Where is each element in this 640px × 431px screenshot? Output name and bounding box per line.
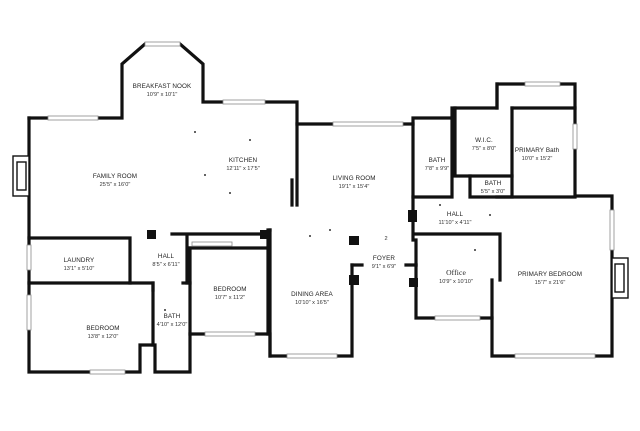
window: [47, 115, 99, 121]
window: [524, 81, 561, 87]
room-dims-wic: 7'5" x 8'0": [472, 146, 496, 152]
marker-label: 2: [384, 236, 387, 242]
room-dims-laundry: 13'1" x 5'10": [64, 266, 95, 272]
room-name-bath-1: BATH: [429, 157, 446, 164]
window: [286, 353, 338, 359]
walls: [27, 42, 614, 374]
room-dims-office: 10'9" x 10'10": [439, 279, 473, 285]
room-dims-hall-2: 8'5" x 6'11": [152, 262, 179, 268]
room-name-family-room: FAMILY ROOM: [93, 173, 137, 180]
room-name-office: Office: [446, 268, 466, 277]
room-name-bedroom-2: BEDROOM: [86, 325, 119, 332]
room-dims-primary-bedroom: 15'7" x 21'6": [535, 280, 566, 286]
room-dims-primary-bath: 10'0" x 15'2": [522, 156, 553, 162]
room-dims-living-room: 19'1" x 15'4": [339, 184, 370, 190]
room-name-dining-area: DINING AREA: [291, 291, 333, 298]
room-dims-bedroom-1: 10'7" x 11'2": [215, 295, 245, 301]
room-name-primary-bedroom: PRIMARY BEDROOM: [518, 271, 582, 278]
room-dims-bath-3: 4'10" x 12'0": [157, 322, 188, 328]
window: [26, 294, 32, 331]
room-dims-bath-1: 7'8" x 9'9": [425, 166, 449, 172]
room-name-bath-3: BATH: [164, 313, 181, 320]
room-dims-bath-2: 5'5" x 3'0": [481, 189, 505, 195]
room-dims-hall-1: 11'10" x 4'11": [439, 220, 472, 226]
interior-walls: [27, 82, 577, 358]
room-name-foyer: FOYER: [373, 255, 396, 262]
room-dims-family-room: 25'5" x 16'0": [100, 182, 131, 188]
room-dims-dining-area: 10'10" x 16'5": [295, 300, 329, 306]
fireplaces: [12, 155, 629, 299]
fireplace: [614, 263, 625, 293]
window: [89, 369, 126, 375]
window: [609, 209, 615, 251]
window: [332, 121, 404, 127]
room-name-breakfast-nook: BREAKFAST NOOK: [133, 83, 192, 90]
room-name-hall-1: HALL: [447, 211, 464, 218]
room-name-bedroom-1: BEDROOM: [213, 286, 246, 293]
window: [514, 353, 596, 359]
windows: [26, 41, 615, 375]
room-name-laundry: LAUNDRY: [64, 257, 95, 264]
room-dims-foyer: 9'1" x 6'9": [372, 264, 396, 270]
window: [572, 123, 578, 150]
window: [26, 244, 32, 271]
room-name-hall-2: HALL: [158, 253, 175, 260]
room-dims-bedroom-2: 13'8" x 12'0": [88, 334, 119, 340]
exterior-wall-west: [27, 42, 454, 126]
room-name-kitchen: KITCHEN: [229, 157, 258, 164]
room-name-bath-2: BATH: [485, 180, 502, 187]
room-name-primary-bath: PRIMARY Bath: [515, 147, 560, 154]
room-name-wic: W.I.C.: [475, 137, 493, 144]
window: [434, 315, 481, 321]
window: [222, 99, 266, 105]
room-name-living-room: LIVING ROOM: [332, 175, 375, 182]
window: [191, 241, 233, 247]
window: [144, 41, 181, 47]
room-dims-breakfast-nook: 10'9" x 10'1": [147, 92, 178, 98]
columns: [147, 210, 418, 287]
room-labels: BREAKFAST NOOK 10'9" x 10'1" FAMILY ROOM…: [64, 83, 582, 340]
markers: [164, 131, 491, 311]
room-dims-kitchen: 12'11" x 17'5": [226, 166, 259, 172]
fireplace: [16, 161, 27, 191]
window: [204, 331, 256, 337]
